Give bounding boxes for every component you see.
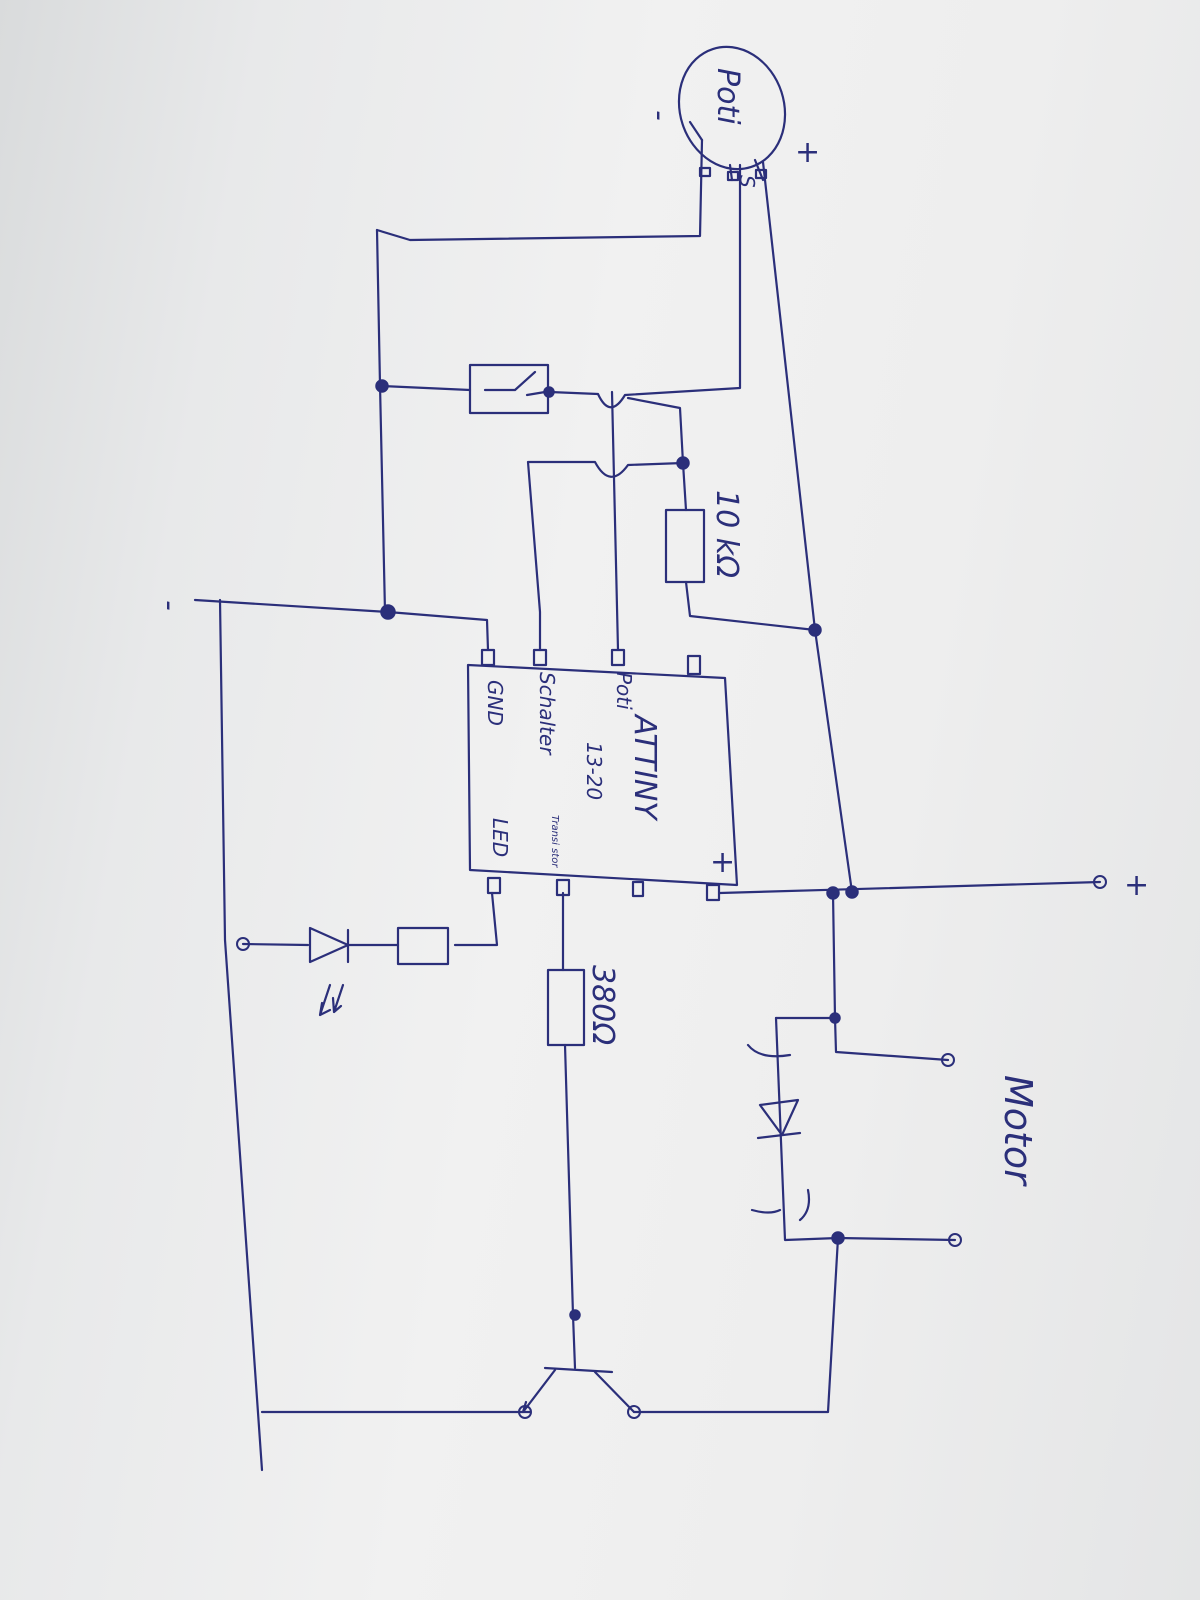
- led-ground-wire: [241, 942, 310, 947]
- resistor-380: 380Ω: [546, 965, 620, 1047]
- poti-signal-wire: [610, 390, 620, 652]
- motor-minus-wire: [836, 1236, 957, 1242]
- pin-transistor-label: Transi stor: [549, 815, 560, 868]
- resistor-10k-top-lead: [681, 461, 688, 512]
- resistor-10k-bottom-lead: [684, 580, 817, 632]
- led-branch: [308, 926, 450, 1017]
- attiny-chip: GND Schalter Poti ATTINY 13-20 Transi st…: [466, 648, 739, 902]
- minus-terminal-lead: [193, 598, 490, 652]
- collector-wire: [632, 1236, 840, 1414]
- resistor-10k: 10 kΩ: [664, 490, 744, 584]
- pin-poti-label: Poti: [612, 672, 636, 710]
- plus-terminal-label: +: [1124, 868, 1149, 903]
- vcc-wire: [718, 880, 1102, 895]
- poti-minus-wire: [375, 228, 387, 614]
- junctions: [236, 379, 1107, 1419]
- switch-right-wire: [548, 163, 742, 409]
- flyback-diode: [746, 1043, 811, 1222]
- diode-body-wire: [774, 1016, 840, 1242]
- poti-label: Poti: [710, 68, 745, 125]
- minus-terminal-label: -: [152, 600, 187, 611]
- resistor-380-label: 380Ω: [585, 965, 620, 1045]
- poti-minus-top: [375, 138, 704, 242]
- pin-schalter-label: Schalter: [535, 672, 559, 756]
- potentiometer: Poti S - +: [642, 45, 820, 188]
- plus-rail: [761, 160, 854, 894]
- motor-label: Motor: [996, 1075, 1040, 1187]
- chip-name-label: ATTINY: [627, 713, 662, 822]
- pin-gnd-label: GND: [483, 680, 507, 726]
- resistor-10k-label: 10 kΩ: [709, 490, 744, 578]
- transistor: [521, 1366, 636, 1414]
- poti-minus-label: -: [642, 110, 677, 121]
- schalter-pin-wire: [526, 460, 685, 652]
- switch-left-wire: [380, 384, 472, 392]
- chip-model-label: 13-20: [582, 742, 606, 800]
- pullup-top-wire: [626, 396, 685, 465]
- motor-plus-wire: [831, 891, 950, 1062]
- poti-plus-label: +: [795, 135, 820, 170]
- pin-led-label: LED: [488, 818, 512, 857]
- ground-rail: [218, 598, 264, 1472]
- led-pin-wire: [453, 891, 499, 947]
- switch: [468, 363, 550, 415]
- pin-plus-label: +: [710, 845, 735, 880]
- poti-s-label: S: [735, 175, 759, 188]
